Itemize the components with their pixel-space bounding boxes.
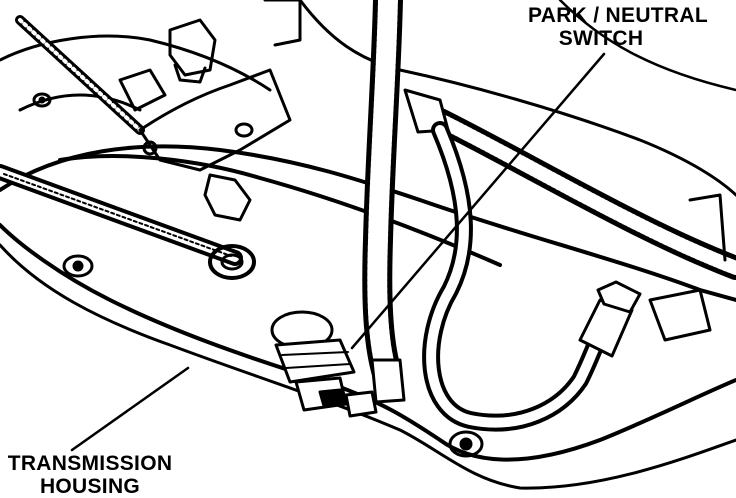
braided-hose-vertical xyxy=(362,0,406,404)
park-neutral-switch-label-line-2: SWITCH xyxy=(558,27,644,50)
cooler-line xyxy=(422,121,642,432)
leader-lines xyxy=(70,52,606,452)
transmission-housing-label: TRANSMISSION HOUSING xyxy=(2,452,178,498)
leader-transmission-housing xyxy=(70,366,190,452)
transmission-housing-label-line-1: TRANSMISSION xyxy=(7,452,173,475)
park-neutral-switch-label: PARK / NEUTRAL SWITCH xyxy=(528,4,708,50)
leader-park-neutral-switch xyxy=(350,52,606,350)
park-neutral-switch-label-line-1: PARK / NEUTRAL xyxy=(528,4,708,27)
transmission-housing xyxy=(0,144,736,490)
shift-rod xyxy=(0,164,256,280)
right-bracket xyxy=(648,193,727,342)
throttle-linkage xyxy=(15,15,292,222)
upper-bracket xyxy=(168,0,302,84)
valve-body-cover xyxy=(0,0,736,197)
park-neutral-switch xyxy=(270,310,378,418)
housing-bolts xyxy=(32,92,484,458)
transmission-housing-label-line-2: HOUSING xyxy=(39,475,141,498)
